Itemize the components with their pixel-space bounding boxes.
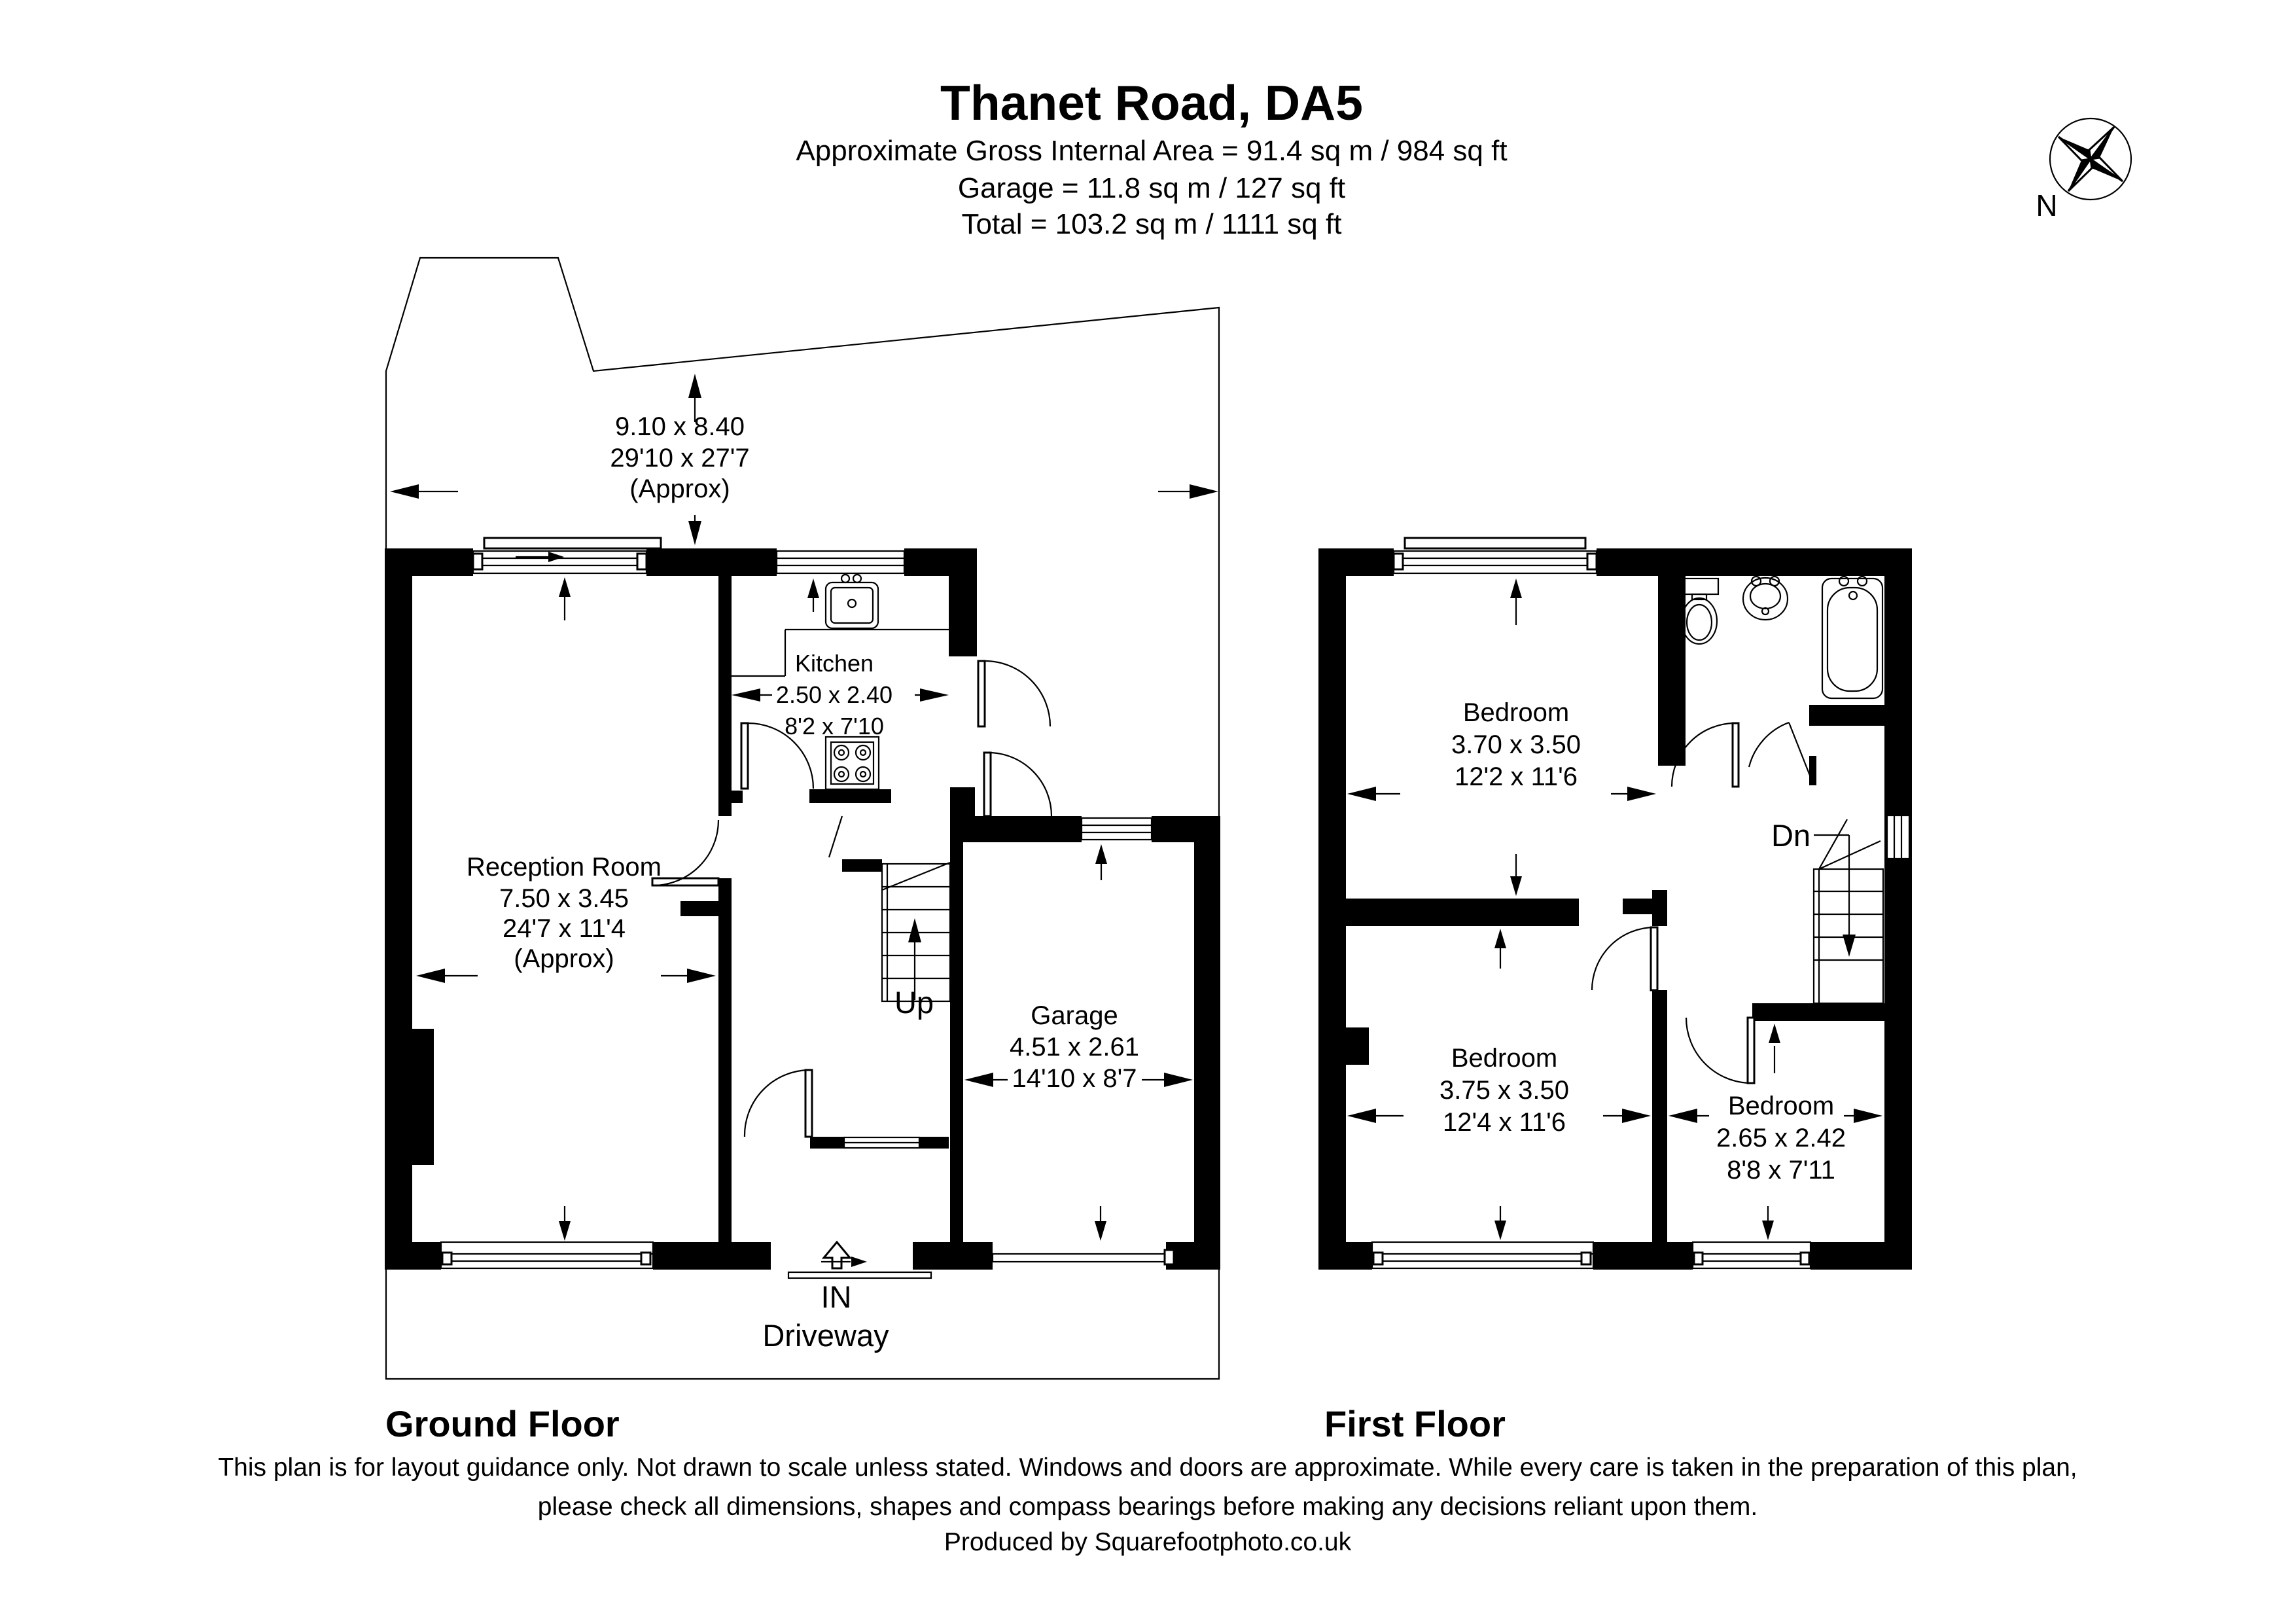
ff-pointer-arrows: [1494, 579, 1780, 1240]
front-door: [743, 1069, 813, 1138]
bedroom-small-name: Bedroom: [1728, 1092, 1834, 1120]
bedroom-front-dims-m: 3.70 x 3.50: [1451, 730, 1581, 759]
back-door: [977, 660, 1051, 728]
area-line-3: Total = 103.2 sq m / 1111 sq ft: [962, 208, 1342, 240]
bedroom-small-door: [1685, 1016, 1756, 1084]
bedroom-front-door: [1670, 722, 1740, 788]
chimney-breast: [412, 1029, 434, 1165]
first-floor-plan: Dn: [1318, 537, 1912, 1270]
bedroom-small-window: [1691, 1241, 1812, 1270]
reception-approx: (Approx): [514, 944, 614, 973]
area-line-1: Approximate Gross Internal Area = 91.4 s…: [796, 135, 1507, 167]
kitchen-sink: [824, 573, 879, 630]
compass-rose: N: [2036, 117, 2132, 223]
stairs-window: [1886, 814, 1911, 860]
garage-label: Garage 4.51 x 2.61 14'10 x 8'7: [964, 1001, 1193, 1093]
gf-pointer-arrows: [516, 552, 1107, 1241]
bedroom-back-dims-ft: 12'4 x 11'6: [1443, 1108, 1566, 1137]
bedroom-front-label: Bedroom 3.70 x 3.50 12'2 x 11'6: [1347, 698, 1656, 801]
bedroom-back-dims-m: 3.75 x 3.50: [1439, 1076, 1569, 1105]
disclaimer-line-3: Produced by Squarefootphoto.co.uk: [944, 1528, 1352, 1556]
garage-side-door: [983, 751, 1053, 817]
north-label: N: [2036, 188, 2057, 223]
kitchen-dims-m: 2.50 x 2.40: [776, 681, 892, 708]
stairs-down-label: Dn: [1771, 818, 1810, 853]
disclaimer-line-2: please check all dimensions, shapes and …: [538, 1493, 1757, 1521]
entrance-label: IN: [821, 1279, 852, 1314]
kitchen-name: Kitchen: [795, 650, 874, 677]
bathtub: [1821, 575, 1884, 700]
bathroom-door: [1748, 721, 1814, 783]
basin: [1742, 575, 1789, 621]
ground-floor-plan: Reception Room 7.50 x 3.45 24'7 x 11'4 (…: [385, 537, 1220, 1353]
ground-floor-title: Ground Floor: [385, 1403, 620, 1444]
bedroom-back-name: Bedroom: [1451, 1044, 1557, 1073]
garage-dims-ft: 14'10 x 8'7: [1012, 1064, 1137, 1093]
kitchen-dims-ft: 8'2 x 7'10: [785, 713, 884, 740]
bedroom-front-name: Bedroom: [1463, 698, 1569, 727]
reception-room-label: Reception Room 7.50 x 3.45 24'7 x 11'4 (…: [416, 853, 716, 983]
ff-chimney-breast: [1346, 1027, 1369, 1065]
plot-dims-ft: 29'10 x 27'7: [610, 444, 749, 473]
garage-dims-m: 4.51 x 2.61: [1010, 1033, 1139, 1061]
plot-dims-m: 9.10 x 8.40: [615, 412, 745, 441]
bedroom-back-door: [1591, 926, 1659, 991]
stairs-up-label: Up: [894, 985, 934, 1020]
plot-approx: (Approx): [629, 474, 730, 503]
stairs-up: [881, 861, 951, 1003]
kitchen-window: [775, 550, 906, 575]
bedroom-back-label: Bedroom 3.75 x 3.50 12'4 x 11'6: [1347, 1044, 1651, 1137]
bedroom-small-label: Bedroom 2.65 x 2.42 8'8 x 7'11: [1669, 1092, 1882, 1185]
garage-door: [991, 1249, 1175, 1266]
area-line-2: Garage = 11.8 sq m / 127 sq ft: [958, 172, 1345, 204]
compass-circle: [2049, 117, 2132, 201]
bay-window: [440, 1241, 654, 1270]
reception-door: [651, 819, 720, 887]
reception-front-window: [472, 537, 662, 575]
bedroom-back-window: [1371, 1241, 1595, 1270]
bedroom-front-dims-ft: 12'2 x 11'6: [1455, 762, 1578, 791]
kitchen-counter: [732, 628, 949, 677]
reception-dims-m: 7.50 x 3.45: [499, 884, 629, 913]
reception-dims-ft: 24'7 x 11'4: [503, 914, 626, 943]
driveway-label: Driveway: [762, 1318, 889, 1353]
stairs-down: [1812, 819, 1884, 1005]
bedroom-small-dims-m: 2.65 x 2.42: [1716, 1124, 1846, 1152]
disclaimer-line-1: This plan is for layout guidance only. N…: [218, 1454, 2077, 1482]
garage-name: Garage: [1031, 1001, 1118, 1030]
kitchen-hob: [824, 736, 880, 791]
page-title: Thanet Road, DA5: [940, 75, 1363, 130]
porch-step: [787, 1271, 932, 1279]
kitchen-door: [740, 722, 815, 790]
porch-window: [843, 1136, 921, 1149]
header: Thanet Road, DA5 Approximate Gross Inter…: [796, 75, 1507, 240]
understairs-door: [828, 815, 843, 858]
footer-disclaimer: This plan is for layout guidance only. N…: [218, 1454, 2077, 1556]
first-floor-title: First Floor: [1324, 1403, 1506, 1444]
kitchen-label: Kitchen 2.50 x 2.40 8'2 x 7'10: [732, 650, 949, 740]
plot-dimensions: 9.10 x 8.40 29'10 x 27'7 (Approx): [390, 374, 1218, 545]
bedroom-small-dims-ft: 8'8 x 7'11: [1727, 1156, 1835, 1185]
toilet: [1679, 577, 1720, 645]
garage-window: [1080, 817, 1153, 841]
reception-name: Reception Room: [467, 853, 662, 882]
entrance-in: IN: [821, 1240, 867, 1314]
bedroom-front-window: [1392, 537, 1598, 575]
